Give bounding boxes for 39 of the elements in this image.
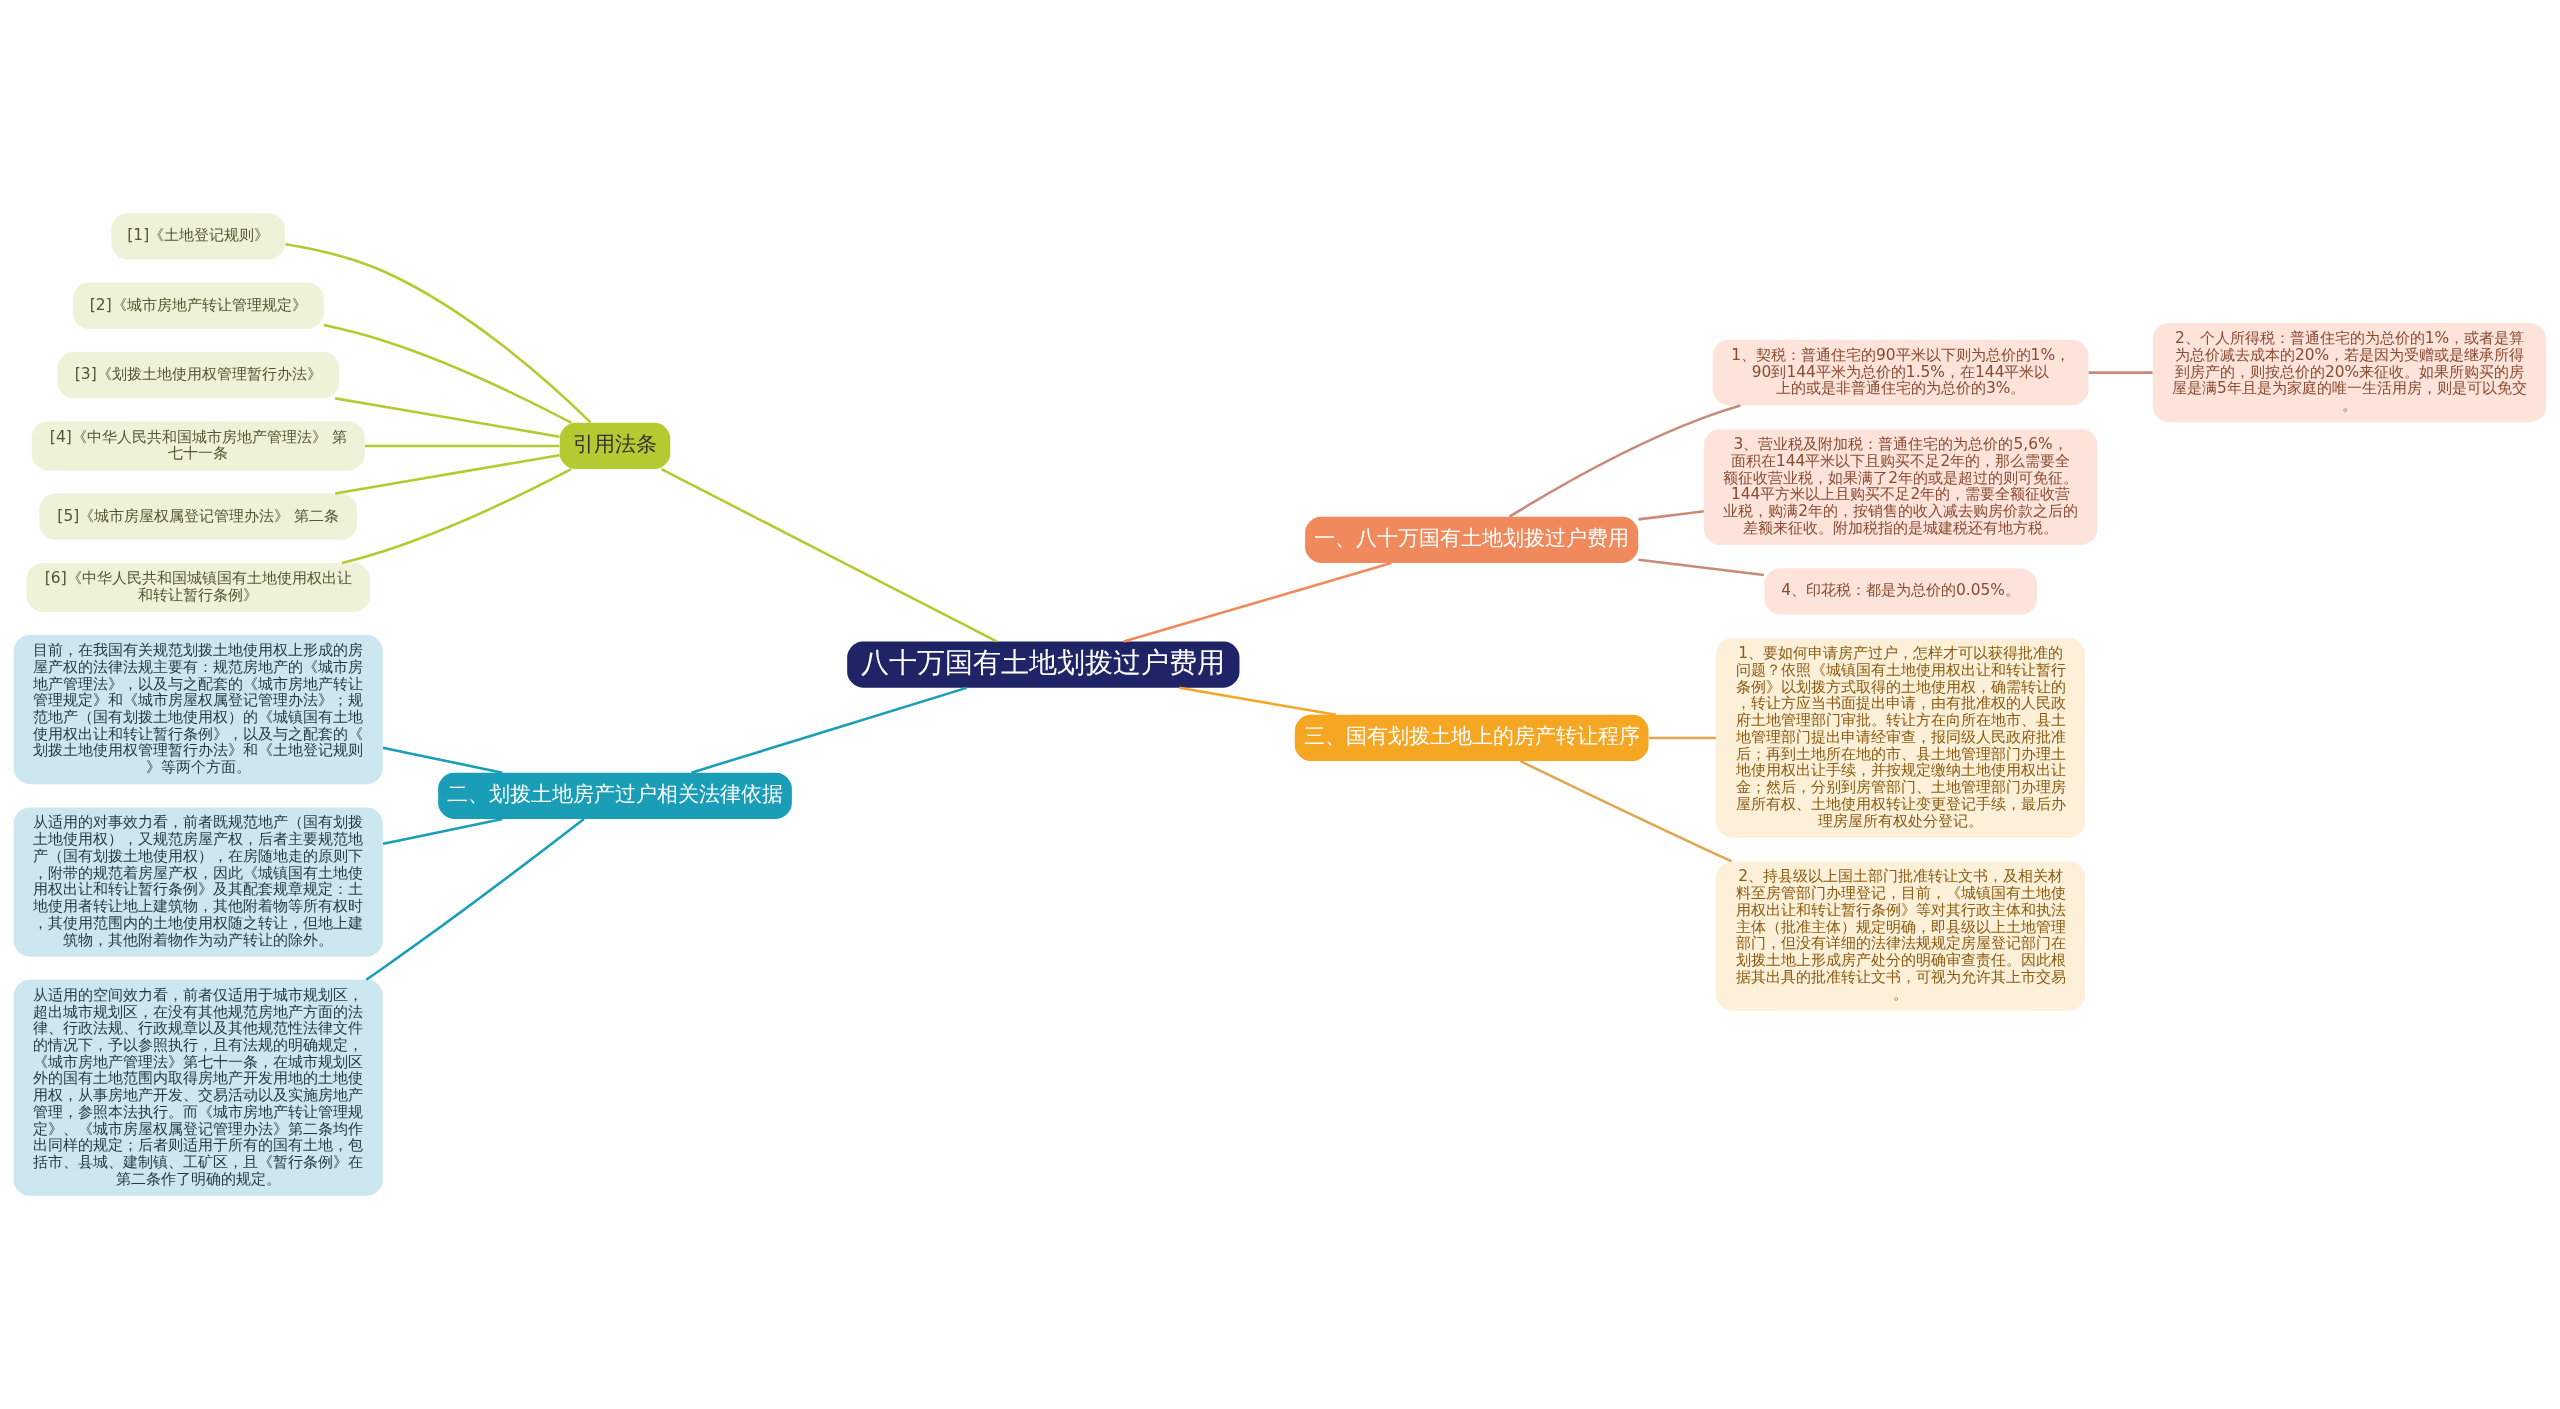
connector (1638, 510, 1704, 521)
node-box: [3]《划拨土地使用权管理暂行办法》 (57, 352, 340, 399)
connector (365, 818, 585, 981)
node-box: 从适用的空间效力看，前者仅适用于城市规划区，超出城市规划区，在没有其他规范房地产方面的法律、行政法规、行政规章以及其他规范性法律文件的情况下，予以参照执行，且有法规的明确规定，《城市房地产管理法》第七十一条，在城市规划区外的国有土地范围内取得房地产开发用地的土地使用权，从事房地产开发、交易活动以及实施房地产管理，参照本法执行。而《城市房地产转让管理规定》、《城市房屋权属登记管理办法》第二条均作出同样的规定；后者则适用于所有的国有土地，包括市、县城、建制镇、工矿区，且《暂行条例》在第二条作了明确的规定。 (13, 979, 383, 1196)
node-box: 2、个人所得税：普通住宅的为总价的1%，或者是算为总价减去成本的20%，若是因为受赠或是继承所得到房产的，则按总价的20%来征收。如果所购买的房屋是满5年且是为家庭的唯一生活用房，则是可以免交。 (2152, 323, 2547, 423)
connector (334, 397, 560, 438)
connector (1519, 760, 1733, 863)
node-box: 引用法条 (559, 422, 671, 470)
node-box: 一、八十万国有土地划拨过户费用 (1305, 516, 1639, 563)
connector (2088, 371, 2153, 374)
connector (382, 746, 503, 774)
node-box: [2]《城市房地产转让管理规定》 (72, 282, 324, 329)
node-box: [6]《中华人民共和国城镇国有土地使用权出让和转让暂行条例》 (26, 563, 370, 612)
node-box: 2、持县级以上国土部门批准转让文书，及相关材料至房管部门办理登记，目前，《城镇国有土地使用权出让和转让暂行条例》等对其行政主体和执法主体（批准主体）规定明确，即县级以上土地管理部门，但没有详细的法律法规规定房屋登记部门在划拨土地上形成房产处分的明确审查责任。因此根据其出具的批准转让文书，可视为允许其上市交易。 (1716, 861, 2086, 1011)
node-box: 二、划拨土地房产过户相关法律依据 (438, 772, 792, 819)
node-box: [4]《中华人民共和国城市房地产管理法》 第七十一条 (31, 421, 365, 471)
node-box: 三、国有划拨土地上的房产转让程序 (1294, 714, 1649, 762)
connector (1648, 736, 1716, 740)
node-box: 3、营业税及附加税：普通住宅的为总价的5,6%，面积在144平米以下且购买不足2年的，那么需要全额征收营业税，如果满了2年的或是超过的则可免征。144平方米以上且购买不足2年的，需要全额征收营业税，购满2年的，按销售的收入减去购房价款之后的差额来征收。附加税指的是城建税还有地方税。 (1703, 429, 2098, 545)
connector (323, 323, 572, 424)
connector (1123, 561, 1392, 643)
connector (1179, 686, 1336, 717)
connector (341, 467, 572, 565)
node-box: 1、要如何申请房产过户，怎样才可以获得批准的问题？依照《城镇国有土地使用权出让和转让暂行条例》以划拨方式取得的土地使用权，确需转让的，转让方应当书面提出申请，由有批准权的人民政府土地管理部门审批。转让方在向所在地市、县土地管理部门提出申请经审查，报同级人民政府批准后；再到土地所在地的市、县土地管理部门办理土地使用权出让手续，并按规定缴纳土地使用权出让金；然后，分别到房管部门、土地管理部门办理房屋所有权、土地使用权转让变更登记手续，最后办理房屋所有权处分登记。 (1716, 638, 2086, 838)
node-box: 1、契税：普通住宅的90平米以下则为总价的1%，90到144平米为总价的1.5%，在144平米以上的或是非普通住宅的为总价的3%。 (1712, 339, 2089, 406)
node-box: [1]《土地登记规则》 (111, 213, 286, 260)
node-box: 从适用的对事效力看，前者既规范地产（国有划拨土地使用权），又规范房屋产权，后者主要规范地产（国有划拨土地使用权），在房随地走的原则下，附带的规范着房屋产权，因此《城镇国有土地使用权出让和转让暂行条例》及其配套规章规定：土地使用者转让地上建筑物，其他附着物等所有权时，其使用范围内的土地使用权随之转让，但地上建筑物，其他附着物作为动产转让的除外。 (13, 807, 383, 957)
connector (285, 243, 592, 424)
node-box: [5]《城市房屋权属登记管理办法》 第二条 (39, 493, 358, 540)
connector (1638, 558, 1765, 577)
connector (691, 686, 967, 774)
connector (365, 444, 560, 448)
connector (382, 817, 503, 846)
connector (1508, 404, 1741, 518)
connector (334, 453, 560, 495)
node-box: 目前，在我国有关规范划拨土地使用权上形成的房屋产权的法律法规主要有：规范房地产的《城市房地产管理法》，以及与之配套的《城市房地产转让管理规定》和《城市房屋权属登记管理办法》；规范地产（国有划拨土地使用权）的《城镇国有土地使用权出让和转让暂行条例》，以及与之配套的《划拨土地使用权管理暂行办法》和《土地登记规则》等两个方面。 (13, 635, 383, 785)
node-box: 4、印花税：都是为总价的0.05%。 (1764, 568, 2037, 615)
connector (660, 468, 998, 643)
node-box: 八十万国有土地划拨过户费用 (847, 641, 1240, 688)
